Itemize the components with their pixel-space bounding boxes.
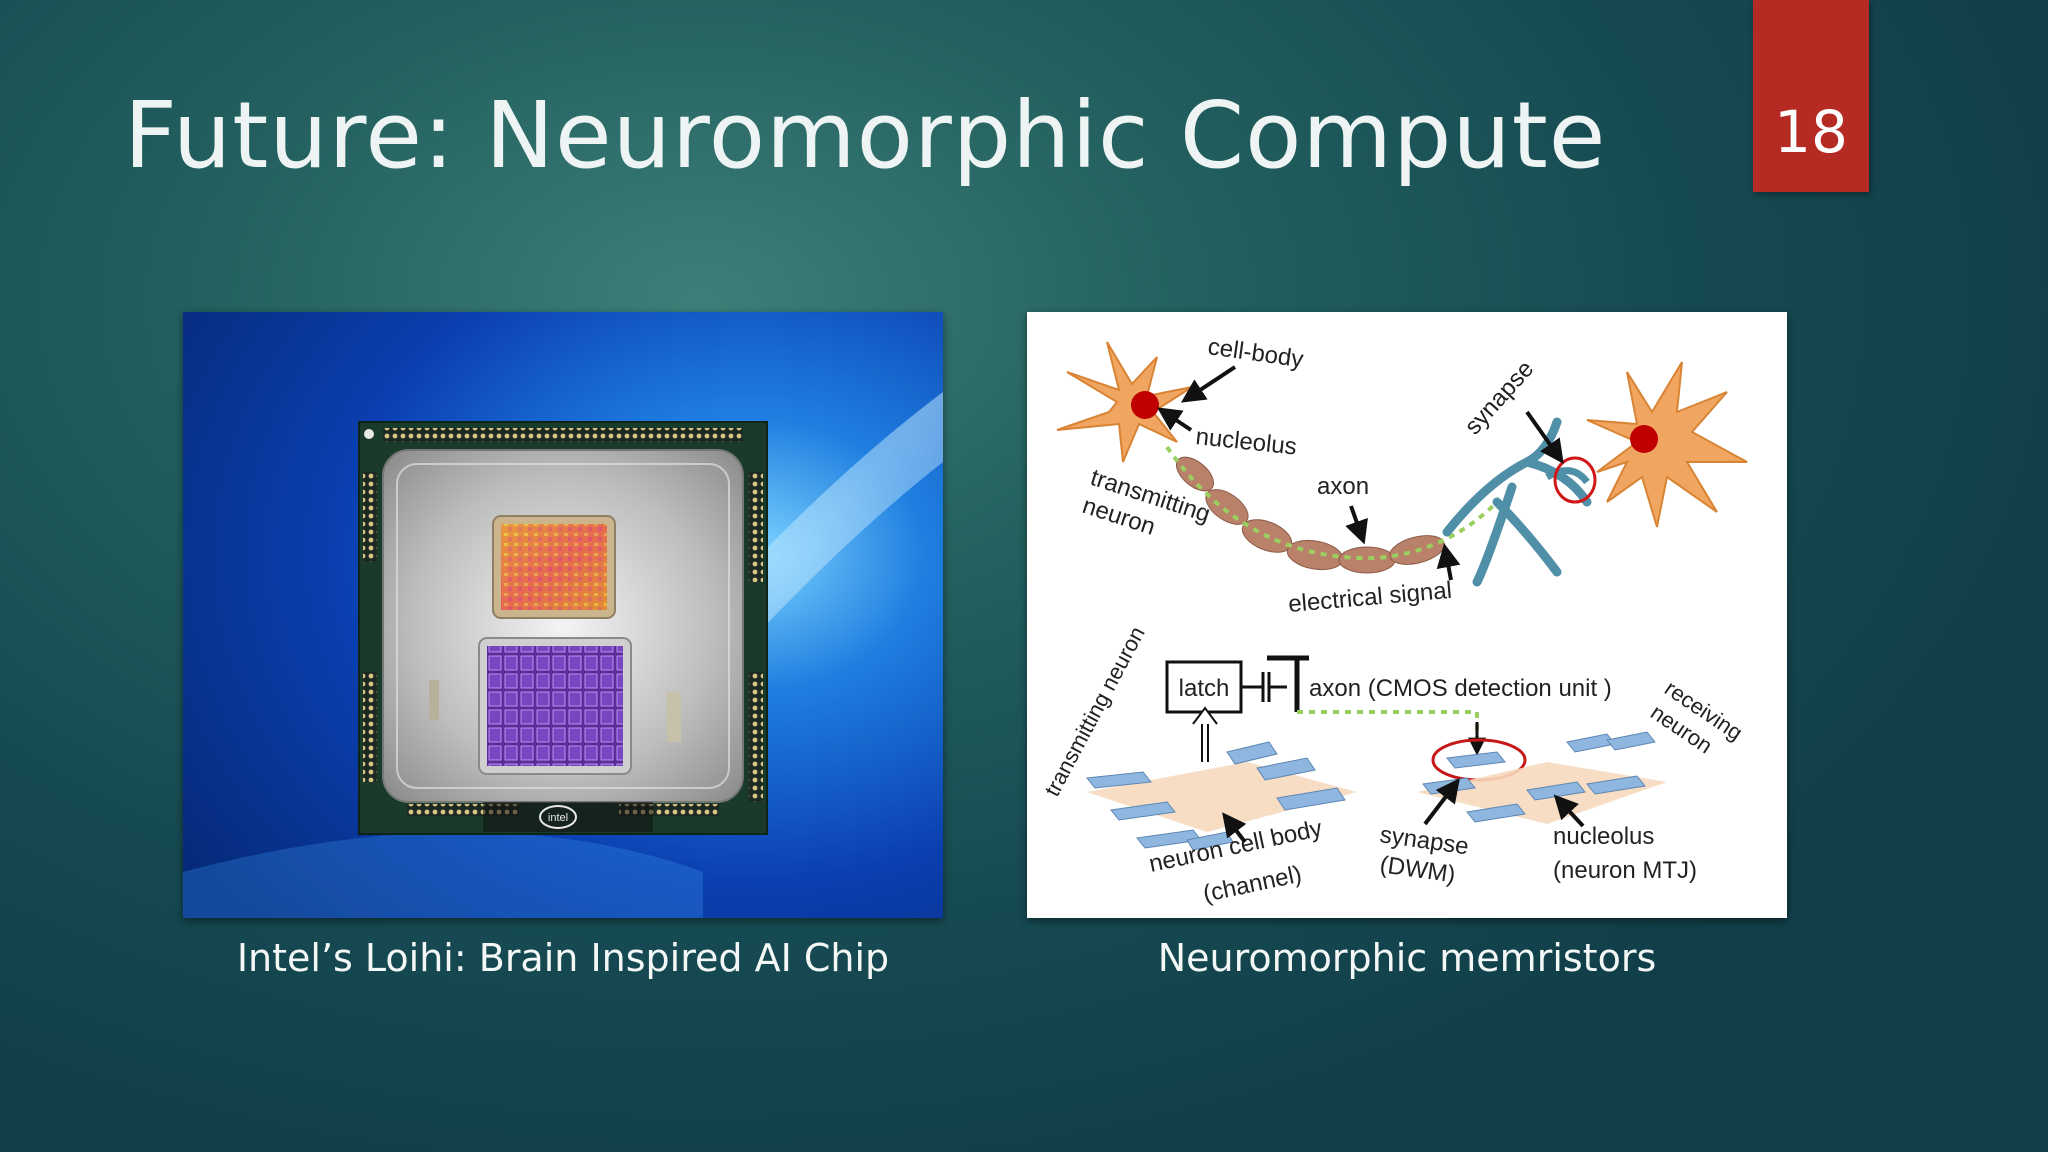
label-nucleolus: nucleolus bbox=[1194, 423, 1298, 460]
memristor-illustration: cell-body nucleolus transmitting neuron … bbox=[1039, 333, 1748, 908]
axon-chain bbox=[1165, 445, 1499, 574]
label-cell-body: cell-body bbox=[1206, 333, 1305, 373]
page-number-badge: 18 bbox=[1753, 0, 1869, 192]
label-channel: (channel) bbox=[1201, 861, 1304, 908]
device-circuit: latch bbox=[1086, 655, 1667, 851]
memristor-diagram: cell-body nucleolus transmitting neuron … bbox=[1027, 312, 1787, 918]
label-electrical-signal: electrical signal bbox=[1287, 577, 1453, 618]
receiving-neuron-cell bbox=[1586, 361, 1748, 528]
label-latch: latch bbox=[1179, 675, 1230, 702]
page-number: 18 bbox=[1774, 98, 1848, 166]
label-axon-cmos: axon (CMOS detection unit ) bbox=[1309, 675, 1612, 702]
label-neuron-mtj: (neuron MTJ) bbox=[1553, 857, 1697, 884]
label-nucleolus-mtj: nucleolus bbox=[1553, 823, 1654, 850]
chip-illustration: intel bbox=[183, 312, 943, 918]
intel-logo-text: intel bbox=[548, 812, 568, 824]
caption-memristors: Neuromorphic memristors bbox=[1157, 936, 1657, 980]
label-axon: axon bbox=[1317, 473, 1369, 500]
slide-title: Future: Neuromorphic Compute bbox=[124, 82, 1607, 189]
synapse-dendrites bbox=[1442, 417, 1597, 587]
caption-loihi: Intel’s Loihi: Brain Inspired AI Chip bbox=[236, 936, 890, 980]
transmitting-neuron-cell bbox=[1056, 341, 1193, 463]
label-synapse: synapse bbox=[1459, 356, 1539, 440]
loihi-chip-image: intel bbox=[183, 312, 943, 918]
